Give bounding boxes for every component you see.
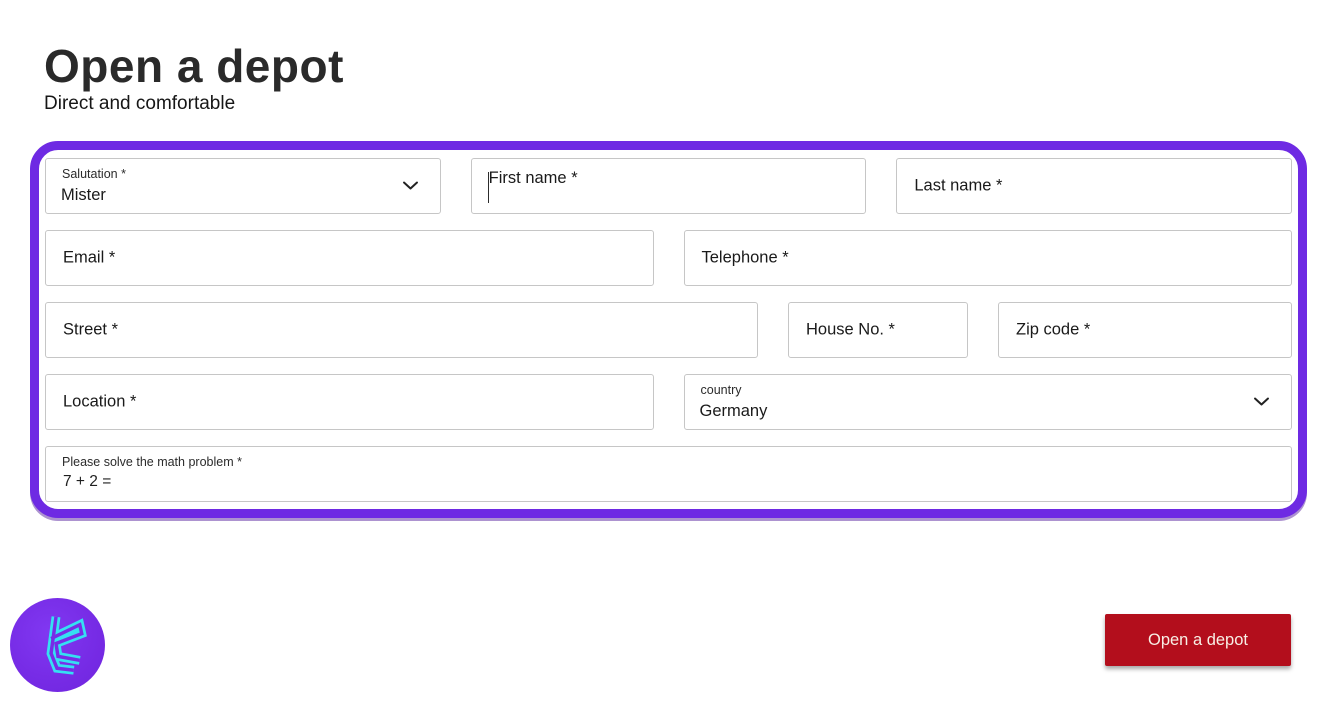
page-title: Open a depot	[44, 39, 344, 92]
salutation-select[interactable]: Salutation * Mister	[45, 158, 441, 214]
text-cursor-caret	[487, 172, 490, 203]
first-name-input[interactable]: First name *	[470, 158, 867, 214]
page-subtitle: Direct and comfortable	[44, 93, 236, 114]
telephone-label: Telephone *	[701, 248, 789, 267]
zip-code-input[interactable]: Zip code *	[998, 302, 1292, 358]
math-captcha-question: 7 + 2 =	[63, 473, 112, 490]
form-row-3: Street * House No. * Zip code *	[45, 302, 1292, 358]
zip-code-label: Zip code *	[1016, 320, 1091, 339]
location-input[interactable]: Location *	[45, 374, 654, 430]
email-label: Email *	[63, 248, 116, 267]
salutation-value: Mister	[61, 186, 106, 204]
street-label: Street *	[63, 320, 119, 339]
chevron-down-icon	[1253, 397, 1270, 408]
country-label: country	[700, 383, 742, 397]
depot-form-panel: Salutation * Mister First name * Last na…	[30, 141, 1307, 518]
chevron-down-icon	[402, 181, 419, 192]
math-captcha-input[interactable]: Please solve the math problem * 7 + 2 =	[45, 446, 1292, 502]
country-select[interactable]: country Germany	[683, 374, 1292, 430]
first-name-label: First name *	[488, 169, 578, 187]
form-row-5: Please solve the math problem * 7 + 2 =	[45, 446, 1292, 502]
house-no-label: House No. *	[806, 320, 895, 339]
last-name-input[interactable]: Last name *	[896, 158, 1293, 214]
math-captcha-label: Please solve the math problem *	[62, 455, 242, 469]
form-row-2: Email * Telephone *	[45, 230, 1292, 286]
brand-logo[interactable]	[10, 598, 105, 692]
form-row-1: Salutation * Mister First name * Last na…	[45, 158, 1293, 214]
email-input[interactable]: Email *	[45, 230, 654, 286]
house-no-input[interactable]: House No. *	[788, 302, 968, 358]
brand-logo-glyph	[46, 616, 87, 675]
country-value: Germany	[699, 402, 768, 420]
street-input[interactable]: Street *	[45, 302, 758, 358]
salutation-label: Salutation *	[62, 167, 126, 181]
telephone-input[interactable]: Telephone *	[683, 230, 1292, 286]
depot-form: Salutation * Mister First name * Last na…	[39, 150, 1298, 509]
location-label: Location *	[63, 392, 137, 411]
last-name-label: Last name *	[914, 176, 1003, 195]
form-row-4: Location * country Germany	[45, 374, 1292, 430]
open-depot-submit-button[interactable]: Open a depot	[1105, 614, 1291, 666]
